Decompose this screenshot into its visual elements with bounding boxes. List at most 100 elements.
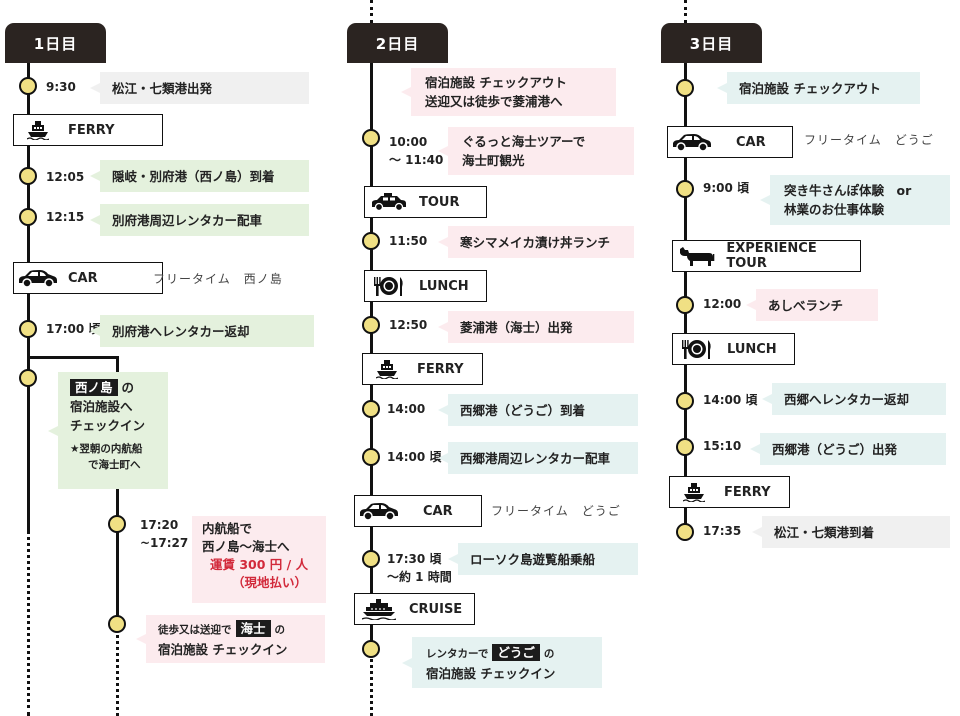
time-label: 12:15 xyxy=(46,210,85,224)
event-card: 西郷港（どうご）出発 xyxy=(750,433,946,465)
event-text: チェックイン xyxy=(70,418,146,433)
day1-timeline-dotted xyxy=(27,530,30,716)
event-card: 西郷港（どうご）到着 xyxy=(438,394,638,426)
ferry-box: FERRY xyxy=(669,476,790,508)
ferry-icon xyxy=(670,482,718,502)
event-card: 徒歩又は送迎で海士の 宿泊施設 チェックイン xyxy=(136,615,325,663)
ferry-label: FERRY xyxy=(68,122,115,138)
tour-label: TOUR xyxy=(419,194,460,210)
time-label: 17:20 xyxy=(140,518,179,532)
event-text: ローソク島遊覧船乗船 xyxy=(470,551,596,567)
time-label: 15:10 xyxy=(703,439,742,453)
time-label: 11:50 xyxy=(389,234,428,248)
day2-label: 2日目 xyxy=(375,34,420,53)
day2-timeline-dotted xyxy=(370,653,373,716)
event-text: 菱浦港（海士）出発 xyxy=(460,319,573,335)
event-note: で海士町へ xyxy=(88,459,141,471)
timeline-node xyxy=(676,523,694,541)
timeline-node xyxy=(362,316,380,334)
timeline-node xyxy=(676,79,694,97)
event-text: 宿泊施設へ xyxy=(70,399,133,414)
event-card: 宿泊施設 チェックアウト xyxy=(717,72,920,104)
timeline-node xyxy=(19,167,37,185)
event-text: 松江・七類港出発 xyxy=(112,80,213,96)
event-card: 西ノ島の 宿泊施設へ チェックイン ★翌朝の内航船 で海士町へ xyxy=(48,372,168,489)
car-icon xyxy=(668,132,716,152)
timeline-node xyxy=(362,448,380,466)
time-label: 17:00 頃 xyxy=(46,322,101,336)
event-card: 西郷へレンタカー返却 xyxy=(762,383,946,415)
time-label: 9:00 頃 xyxy=(703,181,750,195)
event-text: の xyxy=(274,624,286,636)
event-card: 松江・七類港到着 xyxy=(752,516,950,548)
tour-box: TOUR xyxy=(364,186,487,218)
lunch-box: LUNCH xyxy=(364,270,487,302)
day1-branch-dotted xyxy=(116,622,119,716)
timeline-node xyxy=(108,515,126,533)
day2-header: 2日目 xyxy=(347,23,448,63)
timeline-node xyxy=(19,369,37,387)
time-label: 14:00 xyxy=(387,402,426,416)
event-card: 寒シマメイカ漬け丼ランチ xyxy=(438,226,634,258)
car-label: CAR xyxy=(736,134,766,150)
day1-branch xyxy=(27,356,119,359)
event-text: ぐるっと海士ツアーで xyxy=(462,134,586,149)
taxi-icon xyxy=(365,193,413,211)
time-label: 14:00 頃 xyxy=(387,450,442,464)
event-card: あしべランチ xyxy=(746,289,878,321)
event-text: 西郷港（どうご）到着 xyxy=(460,402,586,418)
timeline-node xyxy=(362,129,380,147)
time-label: 12:00 xyxy=(703,297,742,311)
event-text: 別府港周辺レンタカー配車 xyxy=(112,212,263,228)
ferry-icon xyxy=(363,359,411,379)
time-label: 10:00 xyxy=(389,135,428,149)
time-label: 12:05 xyxy=(46,170,85,184)
cruise-ship-icon xyxy=(355,598,403,620)
event-text: 内航船で xyxy=(202,521,253,536)
event-card: レンタカーでどうごの 宿泊施設 チェックイン xyxy=(402,637,602,688)
event-text: 突き牛さんぽ体験 or xyxy=(784,183,912,198)
event-card: 西郷港周辺レンタカー配車 xyxy=(438,442,638,474)
time-label: ～約 1 時間 xyxy=(387,570,452,584)
time-label: 17:30 頃 xyxy=(387,552,442,566)
timeline-node xyxy=(676,180,694,198)
event-card: ローソク島遊覧船乗船 xyxy=(448,543,638,575)
timeline-node xyxy=(19,208,37,226)
event-card: 菱浦港（海士）出発 xyxy=(438,311,634,343)
time-label: 17:35 xyxy=(703,524,742,538)
car-note: フリータイム 西ノ島 xyxy=(153,272,283,286)
timeline-node xyxy=(19,320,37,338)
event-card: 隠岐・別府港（西ノ島）到着 xyxy=(90,160,309,192)
car-box: CAR xyxy=(13,262,163,294)
ferry-label: FERRY xyxy=(724,484,771,500)
day3-header: 3日目 xyxy=(661,23,762,63)
time-label: 9:30 xyxy=(46,80,76,94)
cow-icon xyxy=(673,245,720,267)
place-tag: 海士 xyxy=(235,620,271,637)
timeline-node xyxy=(676,296,694,314)
event-text: 宿泊施設 チェックイン xyxy=(158,642,288,657)
timeline-node xyxy=(362,232,380,250)
event-text: 林業のお仕事体験 xyxy=(784,202,885,217)
timeline-node xyxy=(362,550,380,568)
ferry-box: FERRY xyxy=(362,353,483,385)
event-text: 寒シマメイカ漬け丼ランチ xyxy=(460,234,611,250)
ferry-label: FERRY xyxy=(417,361,464,377)
time-label: ~17:27 xyxy=(140,536,189,550)
event-text: 隠岐・別府港（西ノ島）到着 xyxy=(112,168,275,184)
event-text: の xyxy=(543,647,555,660)
event-text: 宿泊施設 チェックイン xyxy=(426,665,556,681)
ferry-box: FERRY xyxy=(13,114,163,146)
cutlery-icon xyxy=(365,275,413,297)
car-box: CAR xyxy=(354,495,482,527)
event-text: 西郷へレンタカー返却 xyxy=(784,391,910,407)
car-note: フリータイム どうご xyxy=(491,504,621,518)
cruise-box: CRUISE xyxy=(354,593,475,625)
lunch-label: LUNCH xyxy=(419,278,469,294)
time-label: ～ 11:40 xyxy=(389,153,444,167)
experience-tour-label: EXPERIENCE TOUR xyxy=(726,241,817,271)
event-card: 別府港周辺レンタカー配車 xyxy=(90,204,309,236)
event-text: 松江・七類港到着 xyxy=(774,524,875,540)
lunch-box: LUNCH xyxy=(672,333,795,365)
day3-label: 3日目 xyxy=(689,34,734,53)
